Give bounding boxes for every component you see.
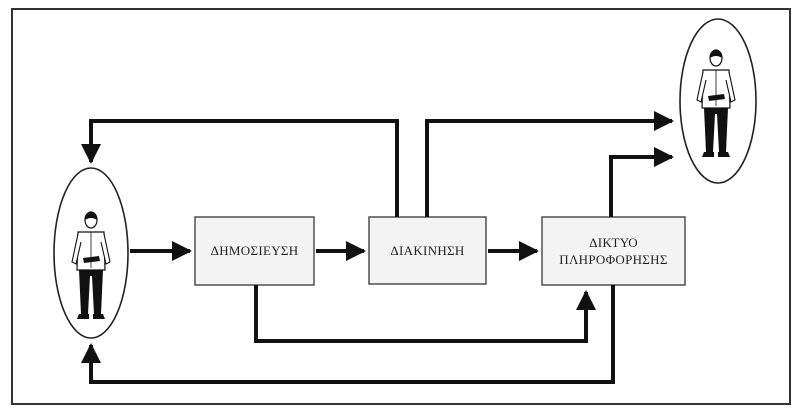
distribution-box: ΔΙΑΚΙΝΗΣΗ bbox=[368, 216, 487, 285]
arrow-distribution-to-left-actor bbox=[81, 119, 399, 217]
network-label-line1: ΔΙΚΤΥΟ bbox=[589, 235, 638, 250]
right-actor bbox=[679, 18, 757, 184]
arrow-distribution-to-right-actor bbox=[425, 111, 674, 217]
arrow-publication-to-network bbox=[254, 285, 596, 343]
left-actor bbox=[53, 167, 129, 339]
publication-box: ΔΗΜΟΣΙΕΥΣΗ bbox=[194, 216, 315, 286]
arrow-network-to-left-actor bbox=[81, 285, 615, 384]
network-box: ΔΙΚΤΥΟ ΠΛΗΡΟΦΟΡΗΣΗΣ bbox=[541, 216, 686, 286]
network-label-line2: ΠΛΗΡΟΦΟΡΗΣΗΣ bbox=[559, 252, 667, 267]
publication-label: ΔΗΜΟΣΙΕΥΣΗ bbox=[211, 243, 299, 258]
outer-frame bbox=[11, 8, 791, 405]
distribution-label: ΔΙΑΚΙΝΗΣΗ bbox=[390, 243, 464, 258]
arrow-network-to-right-actor bbox=[609, 147, 674, 217]
